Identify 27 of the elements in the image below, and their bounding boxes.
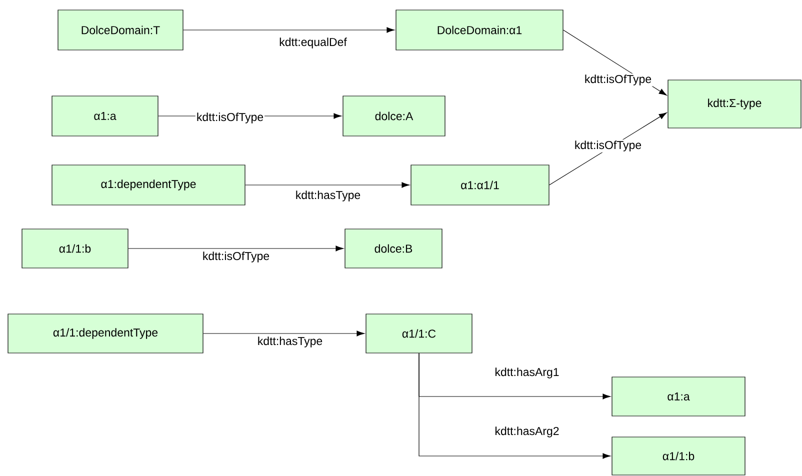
class-box: α1:dependentType [52, 164, 246, 206]
class-box: dolce:B [344, 228, 442, 268]
class-box: α1:α1/1 [410, 164, 550, 206]
class-box: α1/1:C [366, 314, 472, 354]
arrow [203, 330, 365, 336]
class-box: kdtt:Σ-type [668, 80, 802, 128]
edge-label: kdtt:isOfType [573, 140, 643, 152]
edge-label: kdtt:isOfType [583, 74, 653, 86]
arrow [183, 27, 395, 33]
arrow [128, 246, 344, 252]
class-box: DolceDomain:α1 [396, 10, 564, 50]
edge-label: kdtt:equalDef [278, 36, 348, 50]
arrow [418, 353, 611, 459]
edge-label: kdtt:hasArg1 [494, 366, 560, 380]
edge-label: kdtt:hasType [294, 190, 362, 202]
class-box: α1/1:b [612, 436, 746, 476]
class-box: DolceDomain:T [58, 10, 184, 50]
class-box: dolce:A [342, 96, 446, 136]
class-box: α1:a [52, 96, 158, 136]
edge-label: kdtt:isOfType [201, 250, 271, 264]
class-box: α1/1:dependentType [8, 314, 204, 354]
class-box: α1:a [612, 376, 746, 416]
edge-label: kdtt:isOfType [195, 112, 265, 124]
edge-label: kdtt:hasArg2 [494, 426, 560, 438]
class-box: α1/1:b [22, 228, 128, 268]
edge-label: kdtt:hasType [256, 336, 324, 348]
arrow [245, 182, 410, 188]
